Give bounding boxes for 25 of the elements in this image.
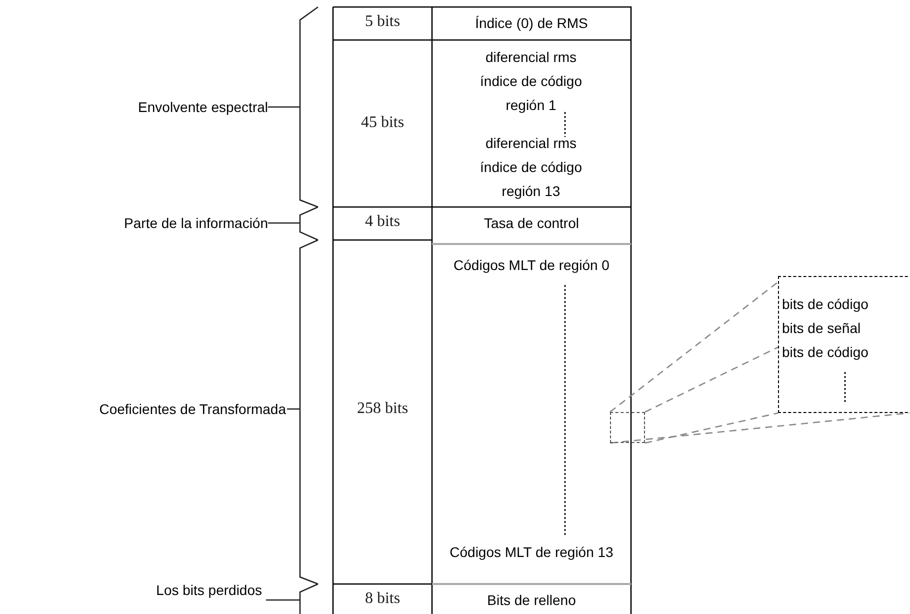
- field-name: Tasa de control: [483, 214, 580, 233]
- bit-count: 5 bits: [364, 12, 402, 32]
- magnified-view-box: [778, 276, 910, 413]
- bit-count: 45 bits: [360, 113, 406, 133]
- list-item: bits de señal: [782, 319, 861, 338]
- list-item: bits de código: [782, 295, 868, 314]
- bit-count: 8 bits: [364, 589, 402, 609]
- field-name: Índice (0) de RMS: [474, 14, 589, 33]
- bracket-label: Los bits perdidos: [155, 581, 262, 600]
- field-name: Códigos MLT de región 13: [448, 543, 614, 562]
- projection-line: [610, 412, 910, 444]
- projection-line: [610, 282, 778, 413]
- field-name: Bits de relleno: [486, 591, 577, 610]
- field-name: diferencial rms índice de código región 13: [479, 134, 583, 201]
- bit-count: 258 bits: [356, 399, 410, 419]
- projection-line: [644, 346, 778, 413]
- bracket-label: Coeficientes de Transformada: [98, 400, 286, 419]
- projection-line: [644, 412, 778, 444]
- bracket-label: Envolvente espectral: [137, 98, 268, 117]
- field-name: diferencial rms índice de código región 1: [479, 48, 583, 115]
- magnified-region-box: [610, 412, 645, 443]
- field-name: Códigos MLT de región 0: [452, 256, 610, 275]
- bit-count: 4 bits: [364, 212, 402, 232]
- list-item: bits de código: [782, 343, 868, 362]
- bracket-label: Parte de la información: [123, 214, 268, 233]
